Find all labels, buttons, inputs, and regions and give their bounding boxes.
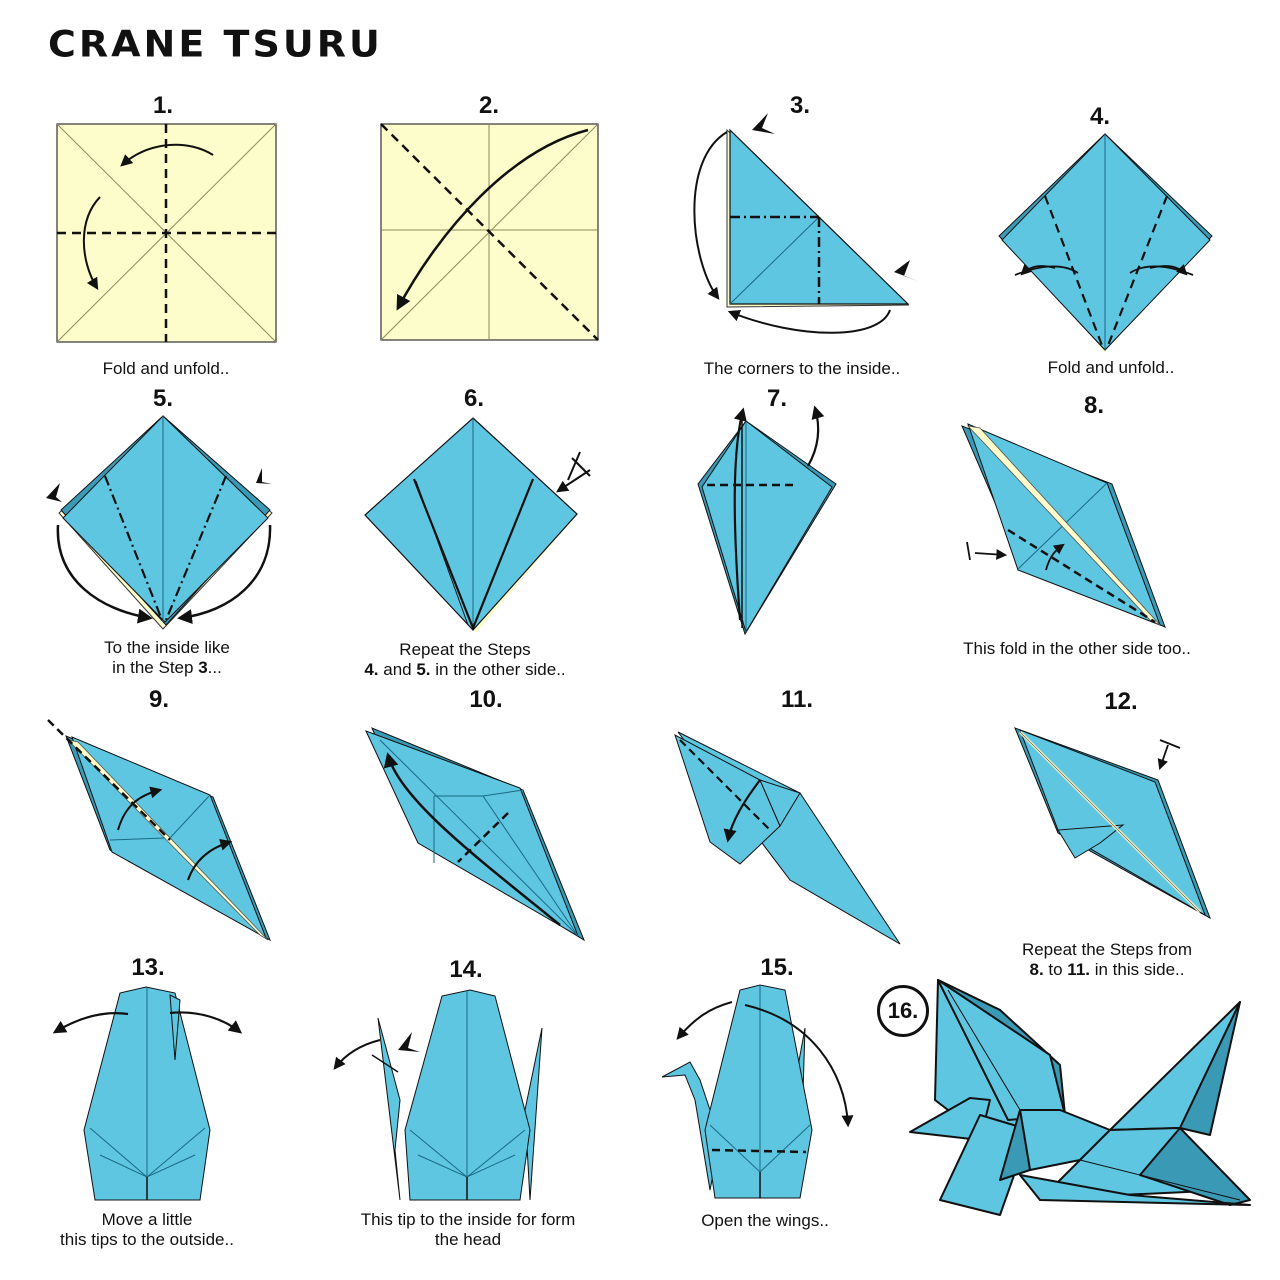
flip-icon bbox=[571, 457, 591, 477]
step-1-diagram bbox=[56, 123, 277, 343]
caption-text: The corners to the inside.. bbox=[703, 359, 901, 378]
step-5-number: 5. bbox=[152, 385, 174, 412]
caption-text: Fold and unfold.. bbox=[1047, 358, 1175, 377]
step-6-caption: Repeat the Steps 4. and 5. in the other … bbox=[364, 640, 565, 680]
caption-text: to bbox=[1043, 960, 1068, 979]
caption-line: the head bbox=[434, 1230, 502, 1249]
flip-icon bbox=[1159, 739, 1181, 749]
step-6-number: 6. bbox=[463, 385, 485, 412]
caption-line: in the Step 3... bbox=[104, 658, 230, 678]
caption-line: this tips to the outside.. bbox=[60, 1230, 234, 1249]
caption-bold: 5. bbox=[416, 660, 431, 679]
step-1-number: 1. bbox=[152, 92, 174, 119]
caption-text: Fold and unfold.. bbox=[102, 359, 230, 378]
caption-bold: 3 bbox=[198, 658, 208, 677]
arrow-icon bbox=[396, 128, 589, 311]
step-12-diagram bbox=[1014, 727, 1211, 920]
push-arrow-icon bbox=[752, 113, 775, 134]
caption-line: Repeat the Steps from bbox=[1021, 940, 1193, 959]
caption-text: Open the wings.. bbox=[701, 1211, 829, 1230]
caption-text: in the other side.. bbox=[430, 660, 566, 679]
step-13-caption: Move a little this tips to the outside.. bbox=[60, 1210, 234, 1250]
caption-line: To the inside like bbox=[104, 638, 230, 657]
caption-line: Repeat the Steps bbox=[399, 640, 531, 659]
page-title: CRANE TSURU bbox=[48, 23, 383, 65]
step-11-diagram bbox=[674, 731, 901, 945]
step-3-number: 3. bbox=[789, 92, 811, 119]
step-8-number: 8. bbox=[1083, 392, 1105, 419]
step-15-number: 15. bbox=[760, 954, 794, 981]
step-5-diagram bbox=[46, 415, 273, 630]
step-8-diagram bbox=[961, 423, 1166, 628]
step-4-number: 4. bbox=[1089, 103, 1111, 130]
step-7-number: 7. bbox=[766, 385, 788, 412]
step-9-diagram bbox=[47, 719, 271, 942]
step-16-badge: 16. bbox=[877, 985, 929, 1037]
step-5-caption: To the inside like in the Step 3... bbox=[104, 638, 230, 678]
caption-bold: 11. bbox=[1067, 960, 1090, 979]
step-4-caption: Fold and unfold.. bbox=[1048, 358, 1175, 378]
step-16-number: 16. bbox=[887, 998, 919, 1023]
caption-text: in the Step bbox=[112, 658, 199, 677]
caption-bold: 4. bbox=[364, 660, 379, 679]
step-10-diagram bbox=[365, 727, 586, 942]
step-14-diagram bbox=[333, 989, 543, 1201]
step-2-number: 2. bbox=[478, 92, 500, 119]
step-3-diagram bbox=[693, 113, 918, 334]
caption-line: This tip to the inside for form bbox=[360, 1210, 576, 1229]
step-11-number: 11. bbox=[780, 686, 814, 713]
caption-text: and bbox=[378, 660, 417, 679]
step-6-diagram bbox=[364, 417, 591, 633]
step-10-number: 10. bbox=[469, 686, 503, 713]
step-16-crane bbox=[909, 979, 1251, 1216]
step-12-number: 12. bbox=[1104, 688, 1138, 715]
caption-bold: 8. bbox=[1029, 960, 1044, 979]
caption-line: 8. to 11. in this side.. bbox=[1022, 960, 1192, 980]
step-13-number: 13. bbox=[131, 954, 165, 981]
caption-text: in this side.. bbox=[1090, 960, 1185, 979]
step-15-diagram bbox=[661, 984, 854, 1199]
step-3-caption: The corners to the inside.. bbox=[704, 359, 901, 379]
step-9-number: 9. bbox=[148, 686, 170, 713]
step-14-number: 14. bbox=[449, 956, 483, 983]
arrow-icon bbox=[82, 196, 101, 291]
arrow-icon bbox=[120, 143, 214, 167]
push-arrow-icon bbox=[398, 1032, 420, 1052]
push-arrow-icon bbox=[894, 260, 918, 281]
step-2-diagram bbox=[380, 123, 599, 341]
step-8-caption: This fold in the other side too.. bbox=[963, 639, 1191, 659]
step-14-caption: This tip to the inside for form the head bbox=[361, 1210, 575, 1250]
step-7-diagram bbox=[697, 405, 837, 636]
step-15-caption: Open the wings.. bbox=[701, 1211, 829, 1231]
caption-text: ... bbox=[207, 658, 222, 677]
caption-line: Move a little bbox=[101, 1210, 193, 1229]
push-arrow-icon bbox=[46, 483, 62, 502]
caption-line: 4. and 5. in the other side.. bbox=[364, 660, 565, 680]
step-12-caption: Repeat the Steps from 8. to 11. in this … bbox=[1022, 940, 1192, 980]
caption-text: This fold in the other side too.. bbox=[963, 639, 1191, 658]
step-13-diagram bbox=[52, 986, 243, 1201]
flip-icon bbox=[966, 541, 971, 561]
step-1-caption: Fold and unfold.. bbox=[103, 359, 230, 379]
push-arrow-icon bbox=[256, 468, 272, 484]
step-4-diagram bbox=[998, 133, 1213, 352]
